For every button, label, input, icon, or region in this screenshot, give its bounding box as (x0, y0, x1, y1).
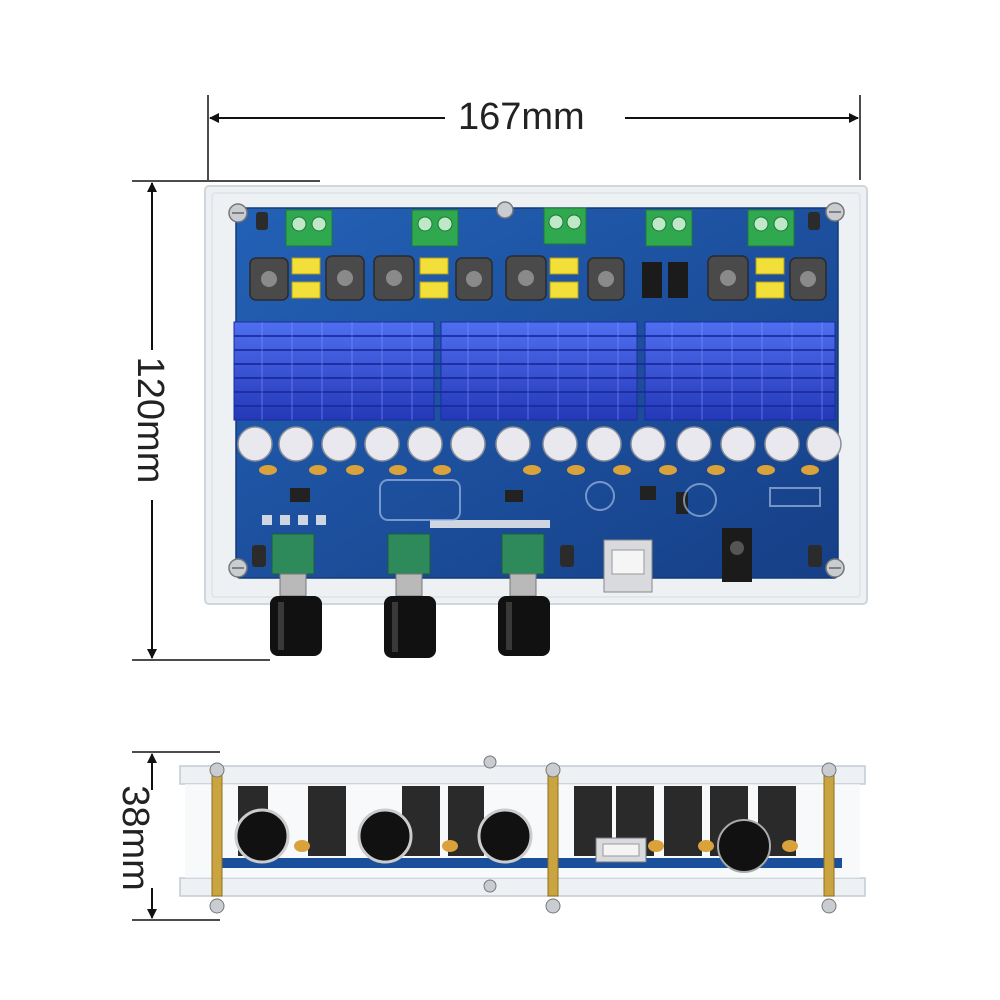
ic-chip (642, 262, 688, 298)
potentiometer (271, 533, 545, 575)
width-dimension-line (207, 95, 861, 180)
smd-capacitor (291, 257, 785, 299)
aux-jack-icon (722, 528, 752, 582)
screw-icon (228, 201, 845, 578)
acrylic-top-plate (179, 765, 866, 785)
pcb-edge (212, 858, 842, 868)
width-dimension-label: 167mm (458, 96, 585, 138)
usb-port-icon (603, 539, 653, 593)
usb-port-icon (595, 837, 647, 863)
acrylic-bottom-plate (179, 877, 866, 897)
speaker-terminal (285, 207, 795, 247)
inductor (249, 255, 827, 301)
side-view (179, 755, 866, 914)
capacitor (237, 426, 842, 462)
depth-dimension-line (132, 751, 220, 921)
heatsink (233, 321, 836, 421)
knob-front (234, 808, 533, 864)
aux-jack-icon (717, 819, 771, 873)
standoff (252, 212, 822, 567)
top-view (204, 185, 868, 658)
height-dimension-line (132, 180, 320, 661)
